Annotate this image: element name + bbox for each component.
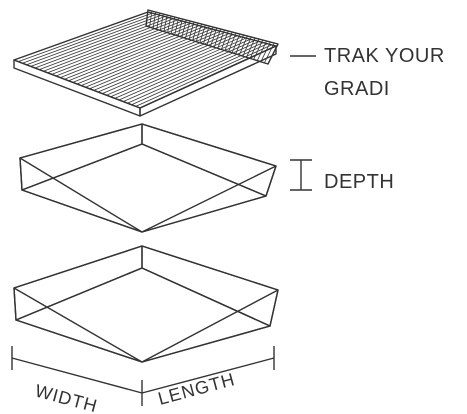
middle-tray-wall-back-right xyxy=(141,123,277,197)
grid-line xyxy=(97,34,234,93)
edge-tick xyxy=(260,41,271,62)
grid-line xyxy=(118,39,255,101)
grid-line xyxy=(60,24,196,78)
width-label: WIDTH xyxy=(33,381,100,414)
depth-marker xyxy=(290,159,312,191)
grid-line xyxy=(55,22,191,77)
edge-tick xyxy=(163,14,168,32)
depth-label: DEPTH xyxy=(324,171,394,193)
grid-line xyxy=(102,35,238,94)
edge-tick xyxy=(192,22,199,41)
edge-tick xyxy=(195,23,202,42)
edge-tick xyxy=(167,15,172,33)
middle-tray-front-rim xyxy=(19,157,277,233)
bottom-tray-wall-back-right xyxy=(141,245,279,327)
grid-line xyxy=(85,30,221,88)
edge-tick xyxy=(256,40,267,61)
edge-tick xyxy=(224,31,233,51)
grid-line xyxy=(110,37,247,98)
length-label: LENGTH xyxy=(156,369,237,409)
grid-line xyxy=(51,21,187,75)
dimension-lines xyxy=(11,346,275,406)
grid-line xyxy=(89,32,225,90)
middle-tray-wall-back-left xyxy=(19,123,143,191)
trak-panel-edge-front-right xyxy=(139,45,277,117)
grid-line xyxy=(81,29,217,86)
grid-line xyxy=(34,17,170,69)
bottom-tray xyxy=(13,245,279,363)
grid-line xyxy=(114,38,251,99)
grid-line xyxy=(106,36,243,96)
grid-line xyxy=(72,27,208,83)
grid-line xyxy=(30,16,166,67)
middle-tray-floor xyxy=(19,123,277,233)
grid-line xyxy=(64,25,200,80)
grid-line xyxy=(68,26,204,82)
trak-label-line-2: GRADI xyxy=(324,78,390,100)
grid-line xyxy=(76,28,213,85)
trak-label-line-1: TRAK YOUR xyxy=(324,45,445,67)
grid-line xyxy=(123,41,260,102)
bottom-tray-wall-back-left xyxy=(13,245,143,321)
grid-line xyxy=(131,43,268,106)
trak-panel xyxy=(13,9,279,117)
grid-line xyxy=(39,18,174,70)
edge-tick xyxy=(264,42,275,64)
grid-line xyxy=(127,42,264,104)
trak-panel-edge-front-left xyxy=(13,59,141,117)
grid-line xyxy=(26,15,161,66)
middle-tray xyxy=(19,123,277,233)
bottom-tray-front-rim xyxy=(13,287,279,363)
grid-line xyxy=(43,19,179,72)
grid-line xyxy=(18,12,153,62)
grid-line xyxy=(93,33,230,91)
grid-line xyxy=(22,13,157,64)
edge-tick xyxy=(159,13,164,31)
middle-tray-bottom xyxy=(21,143,267,233)
trak-panel-grid-lines xyxy=(18,12,272,107)
grid-line xyxy=(47,20,183,74)
grid-line xyxy=(135,44,272,107)
